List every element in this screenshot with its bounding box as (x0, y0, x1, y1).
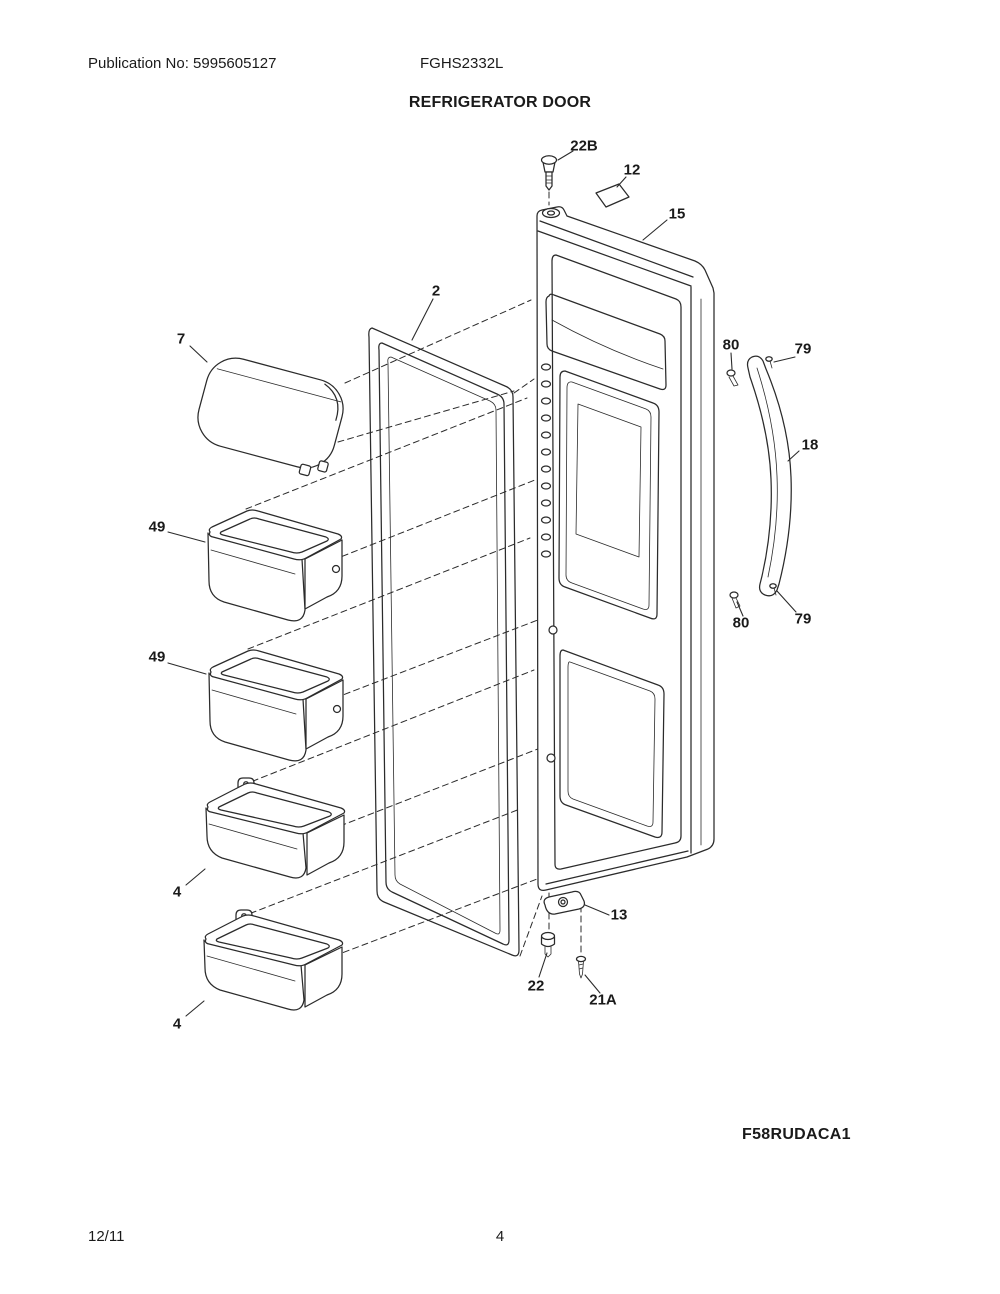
callout-13: 13 (610, 906, 628, 924)
door-bin-upper (207, 509, 343, 622)
callout-49-upper: 49 (148, 518, 166, 536)
callout-49-lower: 49 (148, 648, 166, 666)
callout-4-upper: 4 (172, 883, 182, 901)
callout-12: 12 (623, 161, 641, 179)
screw-21a (575, 955, 587, 979)
door-handle (746, 355, 792, 597)
publication-number: Publication No: 5995605127 (88, 55, 277, 72)
callout-7: 7 (176, 330, 186, 348)
diagram-code: F58RUDACA1 (742, 1126, 851, 1143)
dairy-bin (197, 357, 344, 477)
callout-22b: 22B (570, 137, 598, 155)
model-number: FGHS2332L (420, 55, 504, 72)
callout-15: 15 (668, 205, 686, 223)
screw-79-top (765, 356, 773, 369)
callout-22: 22 (527, 977, 545, 995)
leader-lines (167, 150, 800, 1017)
door-shelf-upper (205, 777, 346, 879)
callout-79-top: 79 (794, 340, 812, 358)
projection-lines (240, 191, 582, 957)
callout-80-bottom: 80 (732, 614, 750, 632)
callout-80-top: 80 (722, 336, 740, 354)
label-plate (595, 183, 630, 208)
screw-80-bottom (729, 591, 741, 609)
footer-date: 12/11 (88, 1228, 125, 1245)
page-title: REFRIGERATOR DOOR (408, 94, 592, 111)
footer-page-number: 4 (495, 1228, 505, 1245)
screw-79-bottom (769, 583, 777, 596)
shelf-support-buttons (540, 363, 552, 558)
callout-4-lower: 4 (172, 1015, 182, 1033)
callout-21a: 21A (589, 991, 617, 1009)
callout-2: 2 (431, 282, 441, 300)
door-shelf-lower (203, 909, 344, 1011)
door-gasket (368, 327, 520, 957)
callout-79-bottom: 79 (794, 610, 812, 628)
top-bumper (540, 155, 558, 191)
door-bin-lower (208, 649, 344, 762)
hinge-bracket (543, 890, 586, 915)
screw-80-top (726, 369, 739, 387)
callout-18: 18 (801, 436, 819, 454)
grommet (540, 931, 556, 958)
door-panel (536, 206, 715, 891)
